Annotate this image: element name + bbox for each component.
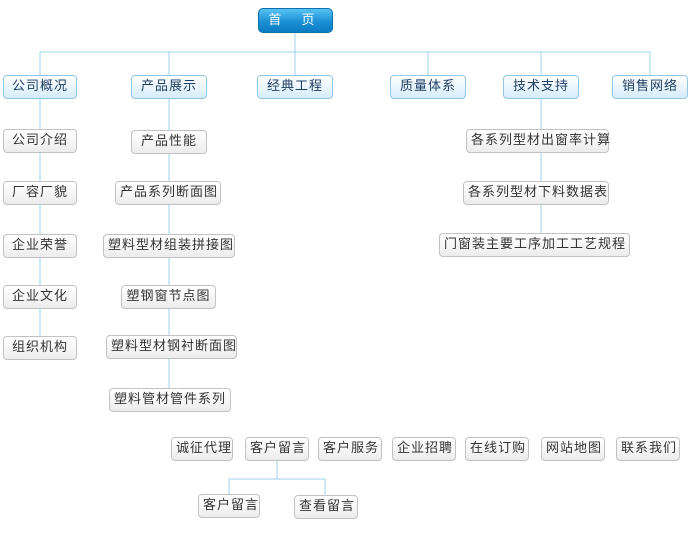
steel-liner-section-link[interactable]: 塑料型材钢衬断面图 (106, 335, 237, 359)
nav-company-overview[interactable]: 公司概况 (3, 75, 77, 99)
company-honors-link[interactable]: 企业荣誉 (3, 234, 77, 258)
leave-message-link[interactable]: 客户留言 (198, 494, 260, 518)
profile-assembly-link[interactable]: 塑料型材组装拼接图 (103, 234, 235, 258)
process-procedure-link[interactable]: 门窗装主要工序加工工艺规程 (439, 233, 630, 257)
organization-link[interactable]: 组织机构 (3, 336, 77, 360)
window-node-link[interactable]: 塑钢窗节点图 (121, 285, 216, 309)
nav-sales-network[interactable]: 销售网络 (612, 75, 688, 99)
customer-service-link[interactable]: 客户服务 (318, 437, 382, 461)
company-culture-link[interactable]: 企业文化 (3, 285, 77, 309)
nav-products[interactable]: 产品展示 (131, 75, 207, 99)
product-performance-link[interactable]: 产品性能 (131, 130, 207, 154)
agency-recruit-link[interactable]: 诚征代理 (171, 437, 233, 461)
product-series-section-link[interactable]: 产品系列断面图 (115, 181, 221, 205)
contact-us-link[interactable]: 联系我们 (616, 437, 680, 461)
customer-message-link[interactable]: 客户留言 (245, 437, 309, 461)
view-messages-link[interactable]: 查看留言 (294, 495, 358, 519)
company-intro-link[interactable]: 公司介绍 (3, 129, 77, 153)
online-order-link[interactable]: 在线订购 (465, 437, 529, 461)
cutting-data-table-link[interactable]: 各系列型材下料数据表 (463, 181, 609, 205)
nav-quality-system[interactable]: 质量体系 (390, 75, 466, 99)
home-button[interactable]: 首 页 (258, 8, 333, 33)
window-yield-calc-link[interactable]: 各系列型材出窗率计算 (466, 129, 610, 153)
factory-appearance-link[interactable]: 厂容厂貌 (3, 181, 77, 205)
site-map-link[interactable]: 网站地图 (541, 437, 605, 461)
pipe-fittings-link[interactable]: 塑料管材管件系列 (109, 388, 231, 412)
job-openings-link[interactable]: 企业招聘 (392, 437, 456, 461)
nav-classic-projects[interactable]: 经典工程 (257, 75, 333, 99)
nav-tech-support[interactable]: 技术支持 (503, 75, 579, 99)
